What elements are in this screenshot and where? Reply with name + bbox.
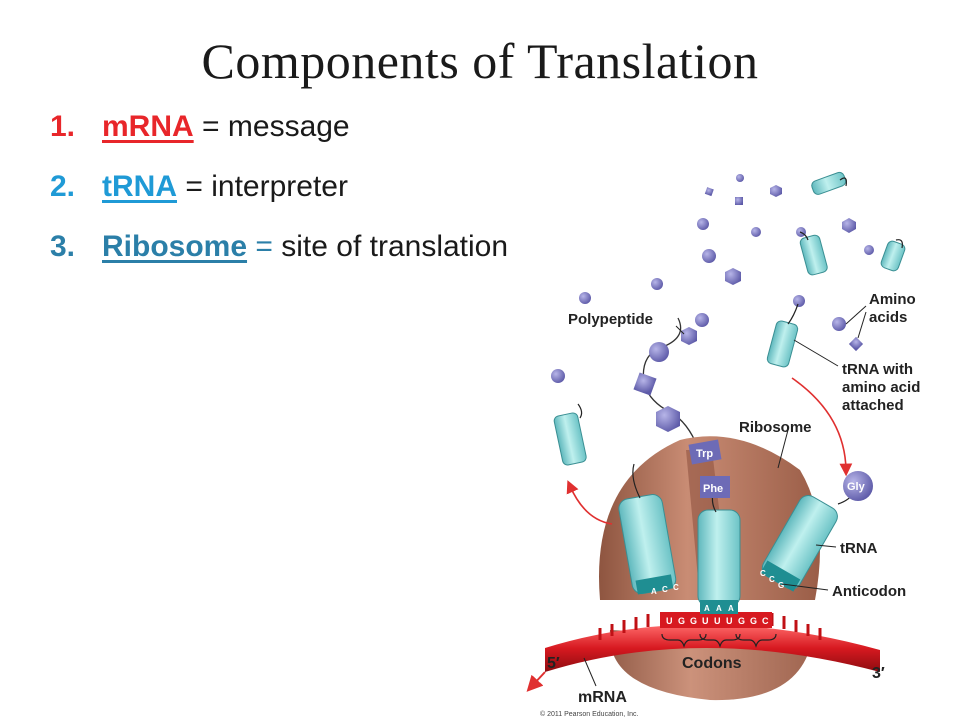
free-trna-group — [553, 171, 906, 466]
anticodon-base: G — [778, 581, 784, 590]
anticodon-base: A — [728, 604, 734, 613]
exit-arrow — [566, 480, 613, 525]
label-three-prime: 3′ — [872, 665, 885, 682]
term-description: site of translation — [281, 230, 509, 263]
mrna-base: G — [750, 616, 757, 626]
label-trna-with-amino-acid: tRNA with — [842, 361, 913, 378]
copyright-notice: © 2011 Pearson Education, Inc. — [540, 710, 638, 718]
slide-title: Components of Translation — [201, 33, 759, 89]
mrna-base: U — [726, 616, 733, 626]
bullet-number: 2. — [50, 170, 76, 203]
leader-lines — [583, 305, 867, 687]
mrna-base: G — [678, 616, 685, 626]
label-trna: tRNA — [840, 540, 878, 557]
term-separator: = — [185, 170, 203, 203]
anticodon-base: A — [704, 604, 710, 613]
translation-diagram: U G G U U U G G C A C C A A A — [526, 171, 920, 718]
mrna-base: U — [702, 616, 709, 626]
trna-a-site: C C G — [760, 491, 855, 592]
codon-braces — [661, 633, 777, 648]
mrna-base: G — [738, 616, 745, 626]
bullet-number: 3. — [50, 230, 76, 263]
term-separator: = — [255, 230, 273, 263]
label-mrna: mRNA — [578, 689, 627, 706]
label-amino-acids: acids — [869, 309, 907, 326]
label-trna-with-amino-acid: amino acid — [842, 379, 920, 396]
anticodon-base: C — [760, 569, 766, 578]
bullet-item-trna: 2. tRNA = interpreter — [50, 170, 348, 204]
svg-text:Gly: Gly — [847, 481, 866, 493]
bullet-item-mrna: 1. mRNA = message — [50, 110, 350, 144]
label-five-prime: 5′ — [547, 655, 560, 672]
bullet-item-ribosome: 3. Ribosome = site of translation — [50, 230, 508, 264]
phe-amino-acid: Phe — [700, 476, 730, 498]
gly-amino-acid: Gly — [843, 471, 873, 501]
free-amino-acids — [551, 174, 874, 383]
anticodon-base: A — [651, 587, 657, 596]
label-amino-acids: Amino — [869, 291, 916, 308]
bullet-number: 1. — [50, 110, 76, 143]
label-trna-with-amino-acid: attached — [842, 397, 904, 414]
term-trna: tRNA — [102, 170, 177, 203]
trna-exit-site: A C C — [618, 463, 679, 596]
trna-p-site: A A A — [697, 487, 741, 614]
mrna-base: G — [690, 616, 697, 626]
anticodon-base: A — [716, 604, 722, 613]
mrna-bases: U G G U U U G G C — [660, 612, 772, 628]
label-ribosome: Ribosome — [739, 419, 812, 436]
mrna-base: U — [714, 616, 721, 626]
anticodon-base: C — [673, 583, 679, 592]
anticodon-base: C — [769, 575, 775, 584]
trp-amino-acid: Trp — [688, 439, 722, 465]
svg-text:Phe: Phe — [703, 483, 723, 495]
term-mrna: mRNA — [102, 110, 194, 143]
mrna-base: C — [762, 616, 769, 626]
term-ribosome: Ribosome — [102, 230, 248, 263]
svg-text:Trp: Trp — [696, 448, 713, 460]
term-separator: = — [202, 110, 220, 143]
incoming-arrow — [791, 377, 853, 477]
term-description: interpreter — [211, 170, 348, 203]
anticodon-base: C — [662, 585, 668, 594]
label-polypeptide: Polypeptide — [568, 311, 653, 328]
term-description: message — [227, 110, 350, 143]
label-anticodon: Anticodon — [832, 583, 906, 600]
label-codons: Codons — [682, 655, 742, 672]
mrna-base: U — [666, 616, 673, 626]
